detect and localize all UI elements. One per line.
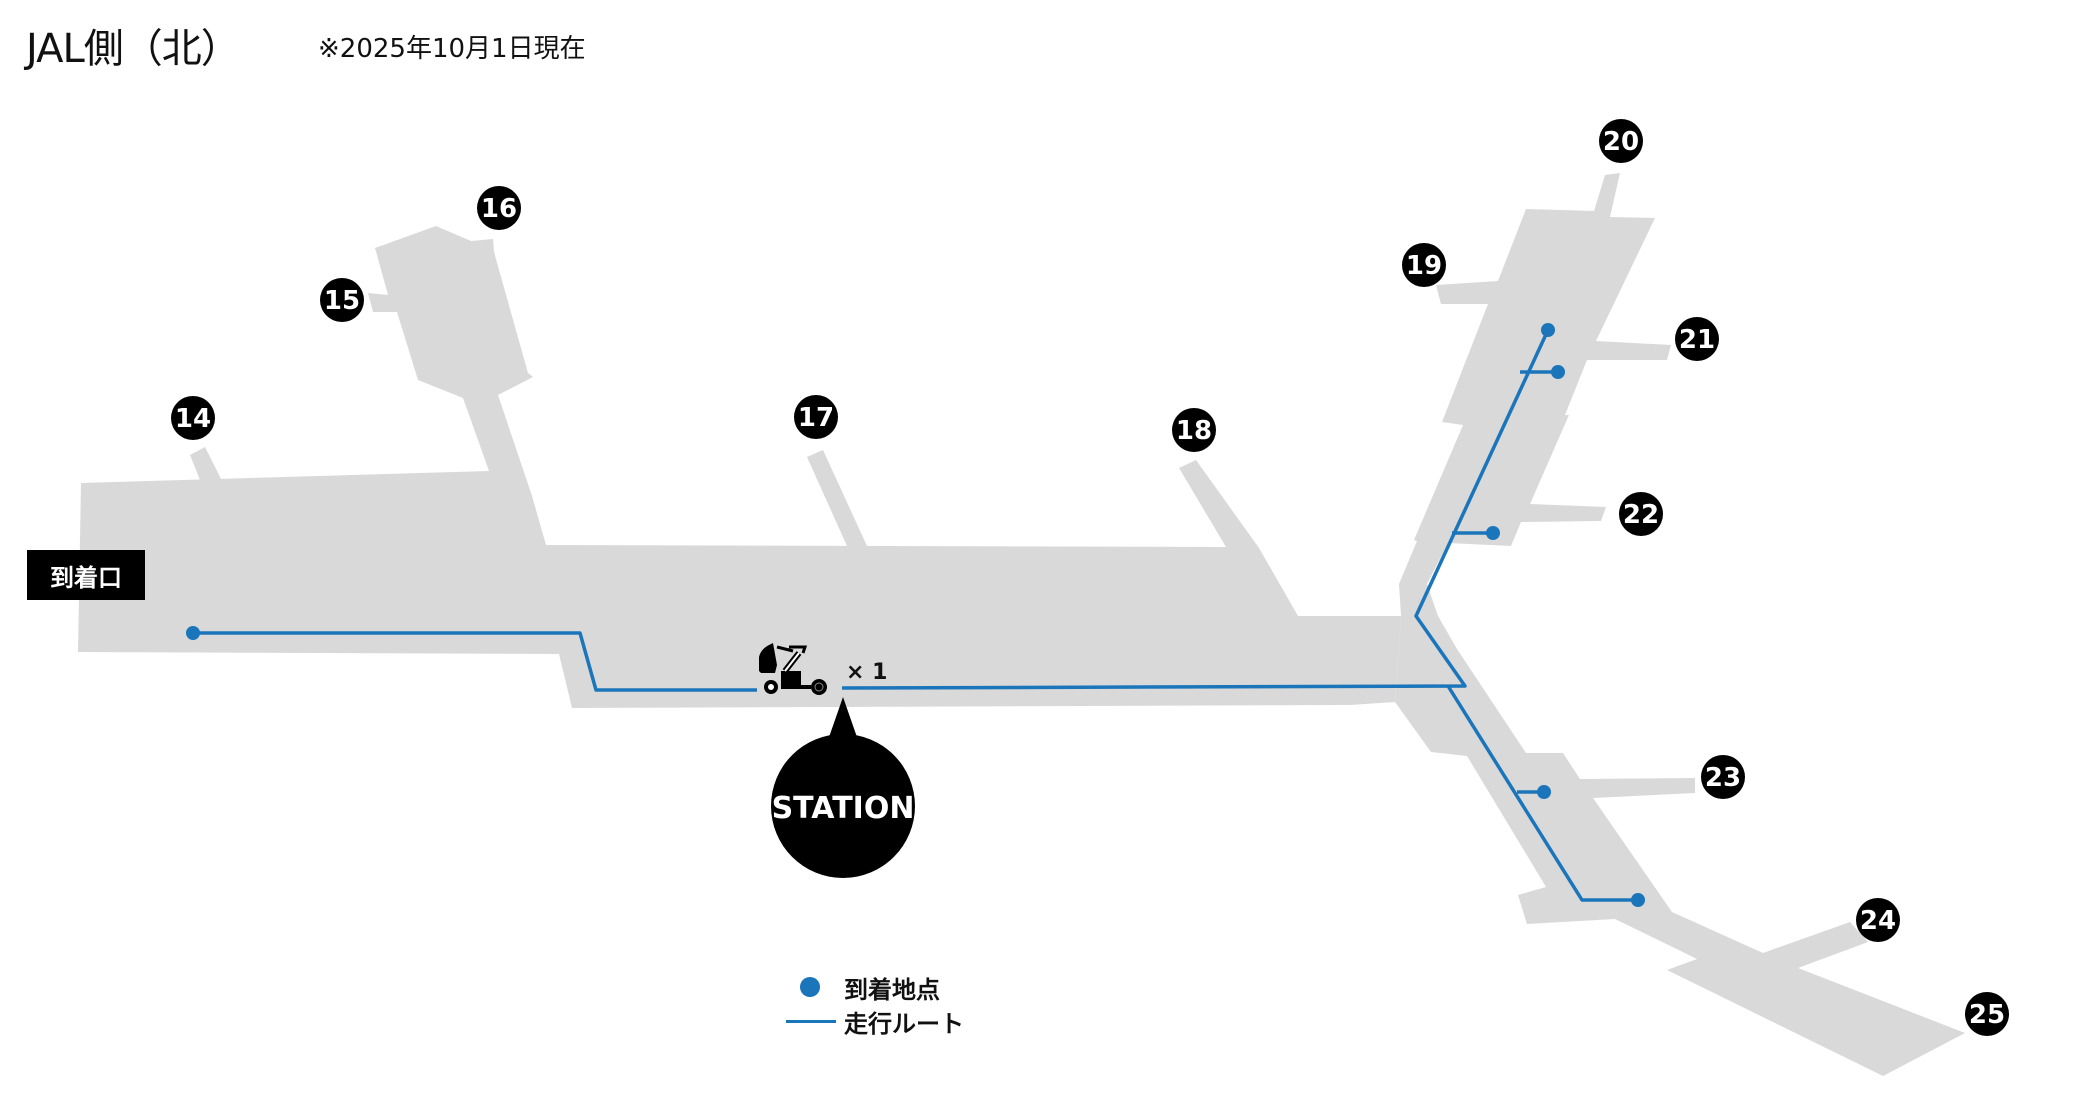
gate-15-badge[interactable]: 15	[320, 278, 364, 322]
route-segment-west	[193, 631, 757, 692]
route-segment-south	[1446, 685, 1634, 902]
gate-23-badge[interactable]: 23	[1701, 755, 1745, 799]
legend-item-arrival-point: 到着地点	[786, 970, 964, 1004]
pier-18	[1179, 460, 1298, 616]
legend-item-route: 走行ルート	[786, 1004, 964, 1038]
gate-25-badge[interactable]: 25	[1965, 992, 2009, 1036]
svg-text:18: 18	[1176, 416, 1212, 446]
arrival-point[interactable]	[1486, 526, 1500, 540]
svg-text:15: 15	[324, 286, 360, 316]
arrival-points	[186, 323, 1645, 907]
route-line-icon	[786, 1019, 836, 1023]
as-of-date-note: ※2025年10月1日現在	[318, 34, 586, 64]
gate-16-badge[interactable]: 16	[477, 186, 521, 230]
gate-21-badge[interactable]: 21	[1675, 317, 1719, 361]
page-title: JAL側（北）	[26, 26, 241, 72]
pier-south	[1395, 616, 1965, 1076]
station-marker[interactable]: STATION	[771, 697, 915, 878]
legend: 到着地点 走行ルート	[786, 970, 964, 1038]
wheelchair-cart-icon	[759, 643, 827, 695]
arrival-point[interactable]	[186, 626, 200, 640]
gate-20-badge[interactable]: 20	[1599, 119, 1643, 163]
arrival-point[interactable]	[1537, 785, 1551, 799]
arrival-point[interactable]	[1631, 893, 1645, 907]
svg-text:22: 22	[1623, 500, 1659, 530]
svg-text:14: 14	[175, 404, 211, 434]
gate-17-badge[interactable]: 17	[794, 395, 838, 439]
svg-text:23: 23	[1705, 763, 1741, 793]
gate-18-badge[interactable]: 18	[1172, 408, 1216, 452]
svg-text:20: 20	[1603, 127, 1639, 157]
concourse-west	[78, 471, 1401, 708]
pier-17	[807, 450, 867, 546]
gate-14-badge[interactable]: 14	[171, 396, 215, 440]
travel-route	[193, 329, 1634, 902]
pier-15-16	[368, 226, 546, 546]
svg-text:25: 25	[1969, 1000, 2005, 1030]
arrival-point[interactable]	[1541, 323, 1555, 337]
gate-badges: 14 15 16 17 18 19 20 21 22 23 24 25	[171, 119, 2009, 1036]
svg-text:21: 21	[1679, 325, 1715, 355]
arrival-gate-label: 到着口	[27, 550, 145, 600]
svg-text:19: 19	[1406, 251, 1442, 281]
svg-text:17: 17	[798, 403, 834, 433]
arrival-point-dot-icon	[800, 977, 820, 997]
pier-north	[1399, 173, 1671, 616]
gate-24-badge[interactable]: 24	[1856, 898, 1900, 942]
svg-text:16: 16	[481, 194, 517, 224]
route-segment-east	[841, 329, 1550, 690]
gate-19-badge[interactable]: 19	[1402, 243, 1446, 287]
arrival-point[interactable]	[1551, 365, 1565, 379]
svg-text:24: 24	[1860, 906, 1896, 936]
pier-14	[190, 447, 221, 480]
gate-22-badge[interactable]: 22	[1619, 492, 1663, 536]
vehicle-count: × 1	[846, 660, 888, 685]
station-label: STATION	[772, 791, 915, 826]
